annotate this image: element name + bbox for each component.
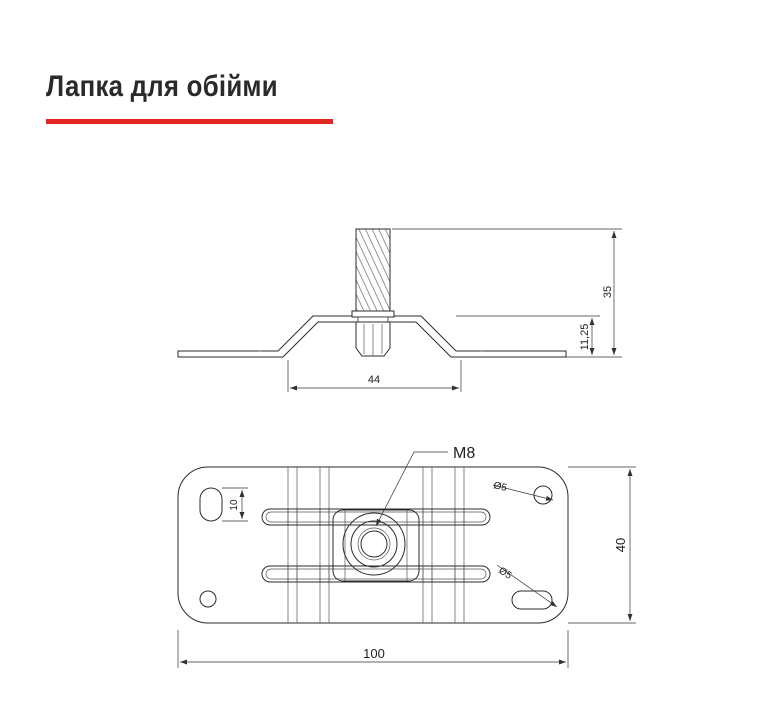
horizontal-channels [261, 508, 491, 583]
left-slot [199, 487, 223, 522]
right-slot [511, 590, 553, 610]
dim-length-label: 100 [363, 646, 385, 661]
dim-width-label: 44 [368, 374, 380, 386]
threaded-stud [355, 228, 391, 312]
left-hole [199, 590, 217, 608]
dim-height-base-label: 11,25 [579, 324, 591, 351]
vertical-ribs [287, 467, 465, 623]
nut [355, 321, 391, 357]
hole-diameter-label-1: Ø5 [492, 480, 508, 494]
right-hole [533, 485, 553, 505]
stud-washer [351, 310, 395, 318]
title-underline [46, 119, 333, 124]
hole-diameter-label-2: Ø5 [496, 565, 514, 582]
side-view: 44 35 11,25 [177, 228, 622, 392]
plate-outline [177, 466, 569, 624]
thread-label: M8 [453, 445, 475, 462]
center-boss [332, 509, 420, 582]
dim-height-label: 40 [613, 538, 628, 552]
dim-height-total-label: 35 [602, 286, 614, 298]
slot-dim-label: 10 [229, 499, 240, 511]
page-title: Лапка для обійми [46, 70, 278, 103]
top-view: M8 Ø5 Ø5 10 40 100 [177, 445, 636, 668]
